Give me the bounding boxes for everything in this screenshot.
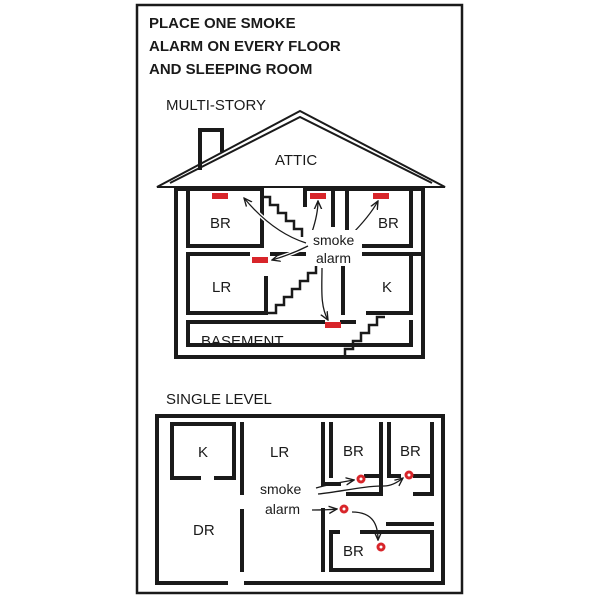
room-label-single-lr: LR xyxy=(270,444,289,461)
room-label-lr: LR xyxy=(212,279,231,296)
k-dr-partition xyxy=(170,422,236,480)
single-outer-walls xyxy=(155,414,445,585)
smoke-alarm-br1 xyxy=(356,474,366,484)
room-label-attic: ATTIC xyxy=(275,152,317,169)
single-level-plan: K LR BR BR DR BR smoke ala xyxy=(155,414,445,585)
room-label-single-br3: BR xyxy=(343,543,364,560)
room-label-single-k: K xyxy=(198,444,208,461)
title-line-1: PLACE ONE SMOKE xyxy=(149,15,296,32)
callout-single-line-2: alarm xyxy=(265,501,300,517)
chimney xyxy=(198,128,224,170)
lr-walls xyxy=(186,252,268,315)
br3-walls xyxy=(329,522,434,572)
room-label-br-left: BR xyxy=(210,215,231,232)
multi-story-house: ATTIC BR BR LR K BASEMENT smoke alarm xyxy=(156,109,446,359)
smoke-alarm-br-left xyxy=(212,193,228,199)
title-line-3: AND SLEEPING ROOM xyxy=(149,61,312,78)
callout-arrows-multi xyxy=(242,198,380,320)
room-label-basement: BASEMENT xyxy=(201,333,284,350)
smoke-alarm-hallway-top xyxy=(310,193,326,199)
room-label-br-right: BR xyxy=(378,215,399,232)
roof-inner xyxy=(169,115,433,184)
callout-multi-line-2: alarm xyxy=(316,250,351,266)
roof-outer xyxy=(156,109,446,188)
outer-frame xyxy=(135,3,464,595)
smoke-alarm-br2 xyxy=(404,470,414,480)
middle-stairs xyxy=(266,265,318,315)
multi-story-heading: MULTI-STORY xyxy=(166,97,266,114)
br2-walls xyxy=(387,422,434,496)
br1-walls xyxy=(329,422,383,496)
room-label-single-dr: DR xyxy=(193,522,215,539)
smoke-alarm-br-right xyxy=(373,193,389,199)
title-line-2: ALARM ON EVERY FLOOR xyxy=(149,38,341,55)
smoke-alarm-basement xyxy=(325,322,341,328)
smoke-alarm-hallway xyxy=(339,504,349,514)
upper-stairs xyxy=(260,189,304,237)
callout-multi-line-1: smoke xyxy=(313,232,354,248)
single-level-heading: SINGLE LEVEL xyxy=(166,391,272,408)
room-label-k: K xyxy=(382,279,392,296)
lower-stairs xyxy=(343,315,385,357)
title-block: PLACE ONE SMOKE ALARM ON EVERY FLOOR AND… xyxy=(149,15,341,78)
smoke-alarm-br3 xyxy=(376,542,386,552)
room-label-single-br1: BR xyxy=(343,443,364,460)
room-label-single-br2: BR xyxy=(400,443,421,460)
center-wall-upper xyxy=(303,187,335,227)
house-walls xyxy=(174,187,425,359)
callout-arrows-single xyxy=(311,478,403,540)
smoke-alarm-lr xyxy=(252,257,268,263)
basement-walls xyxy=(186,320,413,347)
callout-single-line-1: smoke xyxy=(260,481,301,497)
